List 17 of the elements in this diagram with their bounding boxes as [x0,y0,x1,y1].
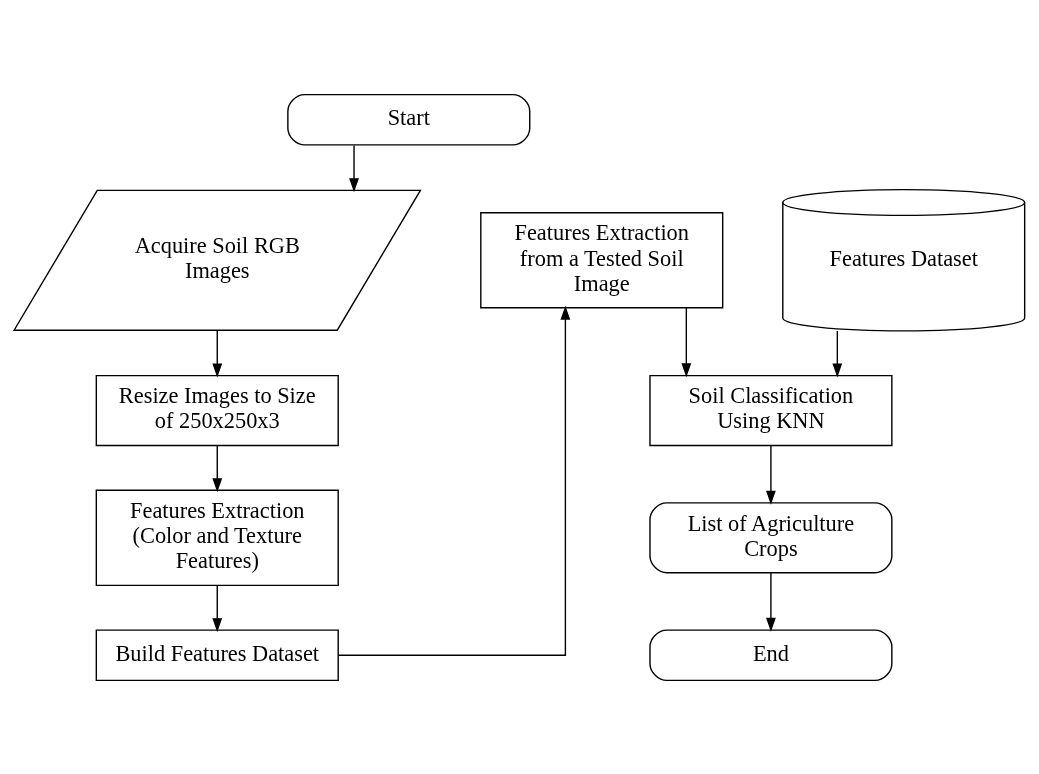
node-box: List of Agriculture Crops [649,501,893,573]
arrow [212,444,223,492]
node-box: End [649,628,893,681]
node-box: Resize Images to Size of 250x250x3 [95,374,339,446]
node-box: Features Extraction (Color and Texture Features) [95,489,339,586]
arrow [212,329,223,378]
node-box: Start [287,93,531,146]
arrow [681,306,692,377]
arrow [832,329,843,377]
node-box: Soil Classification Using KNN [649,374,893,446]
arrow [349,144,359,192]
arrow [766,444,776,505]
node-box: Build Features Dataset [95,628,339,681]
arrow [212,584,223,632]
node-box: Features Extraction from a Tested Soil Image [480,211,724,308]
arrow [766,571,776,632]
arrow [337,305,571,656]
